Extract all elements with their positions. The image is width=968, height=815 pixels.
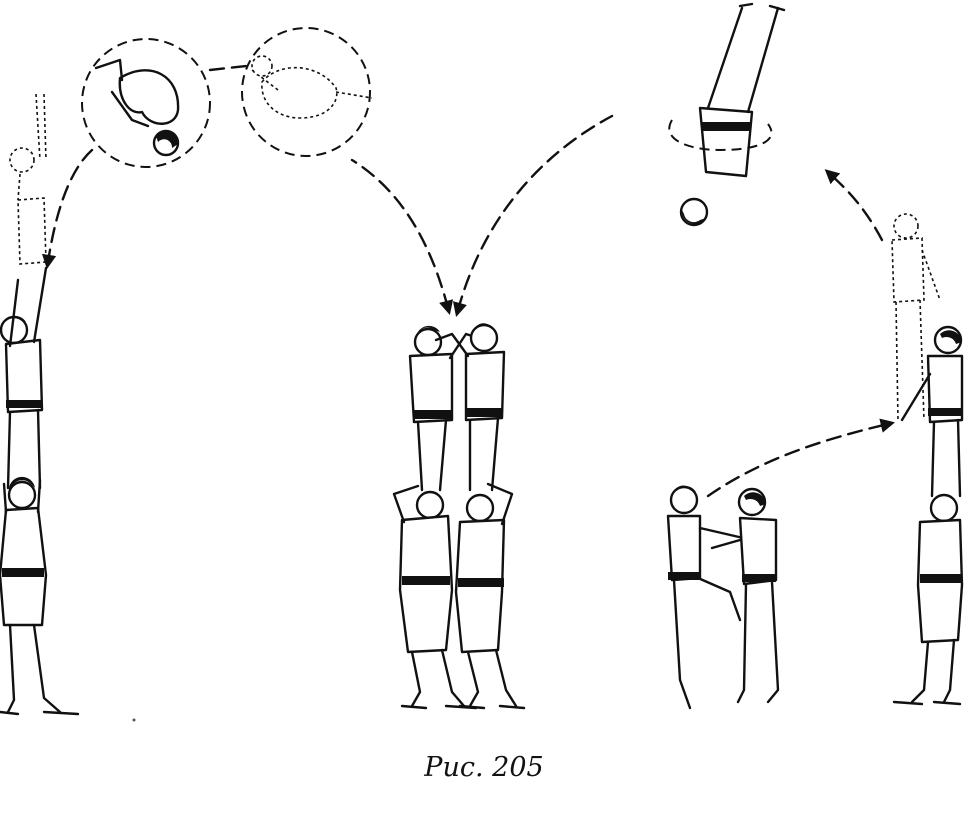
ghost-spin-circle — [241, 27, 373, 157]
stray-mark — [132, 718, 136, 722]
center-top-right-figure — [434, 323, 506, 492]
left-descent-trajectory — [41, 148, 94, 270]
layout-flip-figure — [668, 2, 786, 227]
right-thrower-left-figure — [666, 485, 754, 710]
left-base-figure — [0, 476, 80, 716]
right-thrower-right-figure — [710, 487, 780, 704]
center-base-left-figure — [392, 484, 478, 710]
tucked-flip-circle — [81, 38, 211, 168]
right-throw-group — [666, 213, 964, 710]
left-ghost-figure — [9, 93, 47, 265]
center-rise-trajectory — [452, 114, 614, 317]
right-ghost-figure — [891, 213, 941, 421]
left-top-figure — [0, 266, 48, 490]
center-column-group — [392, 323, 526, 710]
center-top-left-figure — [408, 325, 486, 492]
right-base-figure — [892, 493, 964, 706]
right-top-figure — [900, 325, 964, 498]
center-base-right-figure — [454, 482, 526, 710]
right-rise-trajectory — [824, 169, 884, 242]
right-throw-trajectory — [706, 418, 896, 498]
left-loop-connector — [208, 64, 248, 72]
figure-caption: Рис. 205 — [424, 752, 544, 783]
left-flip-trajectory — [350, 158, 454, 315]
